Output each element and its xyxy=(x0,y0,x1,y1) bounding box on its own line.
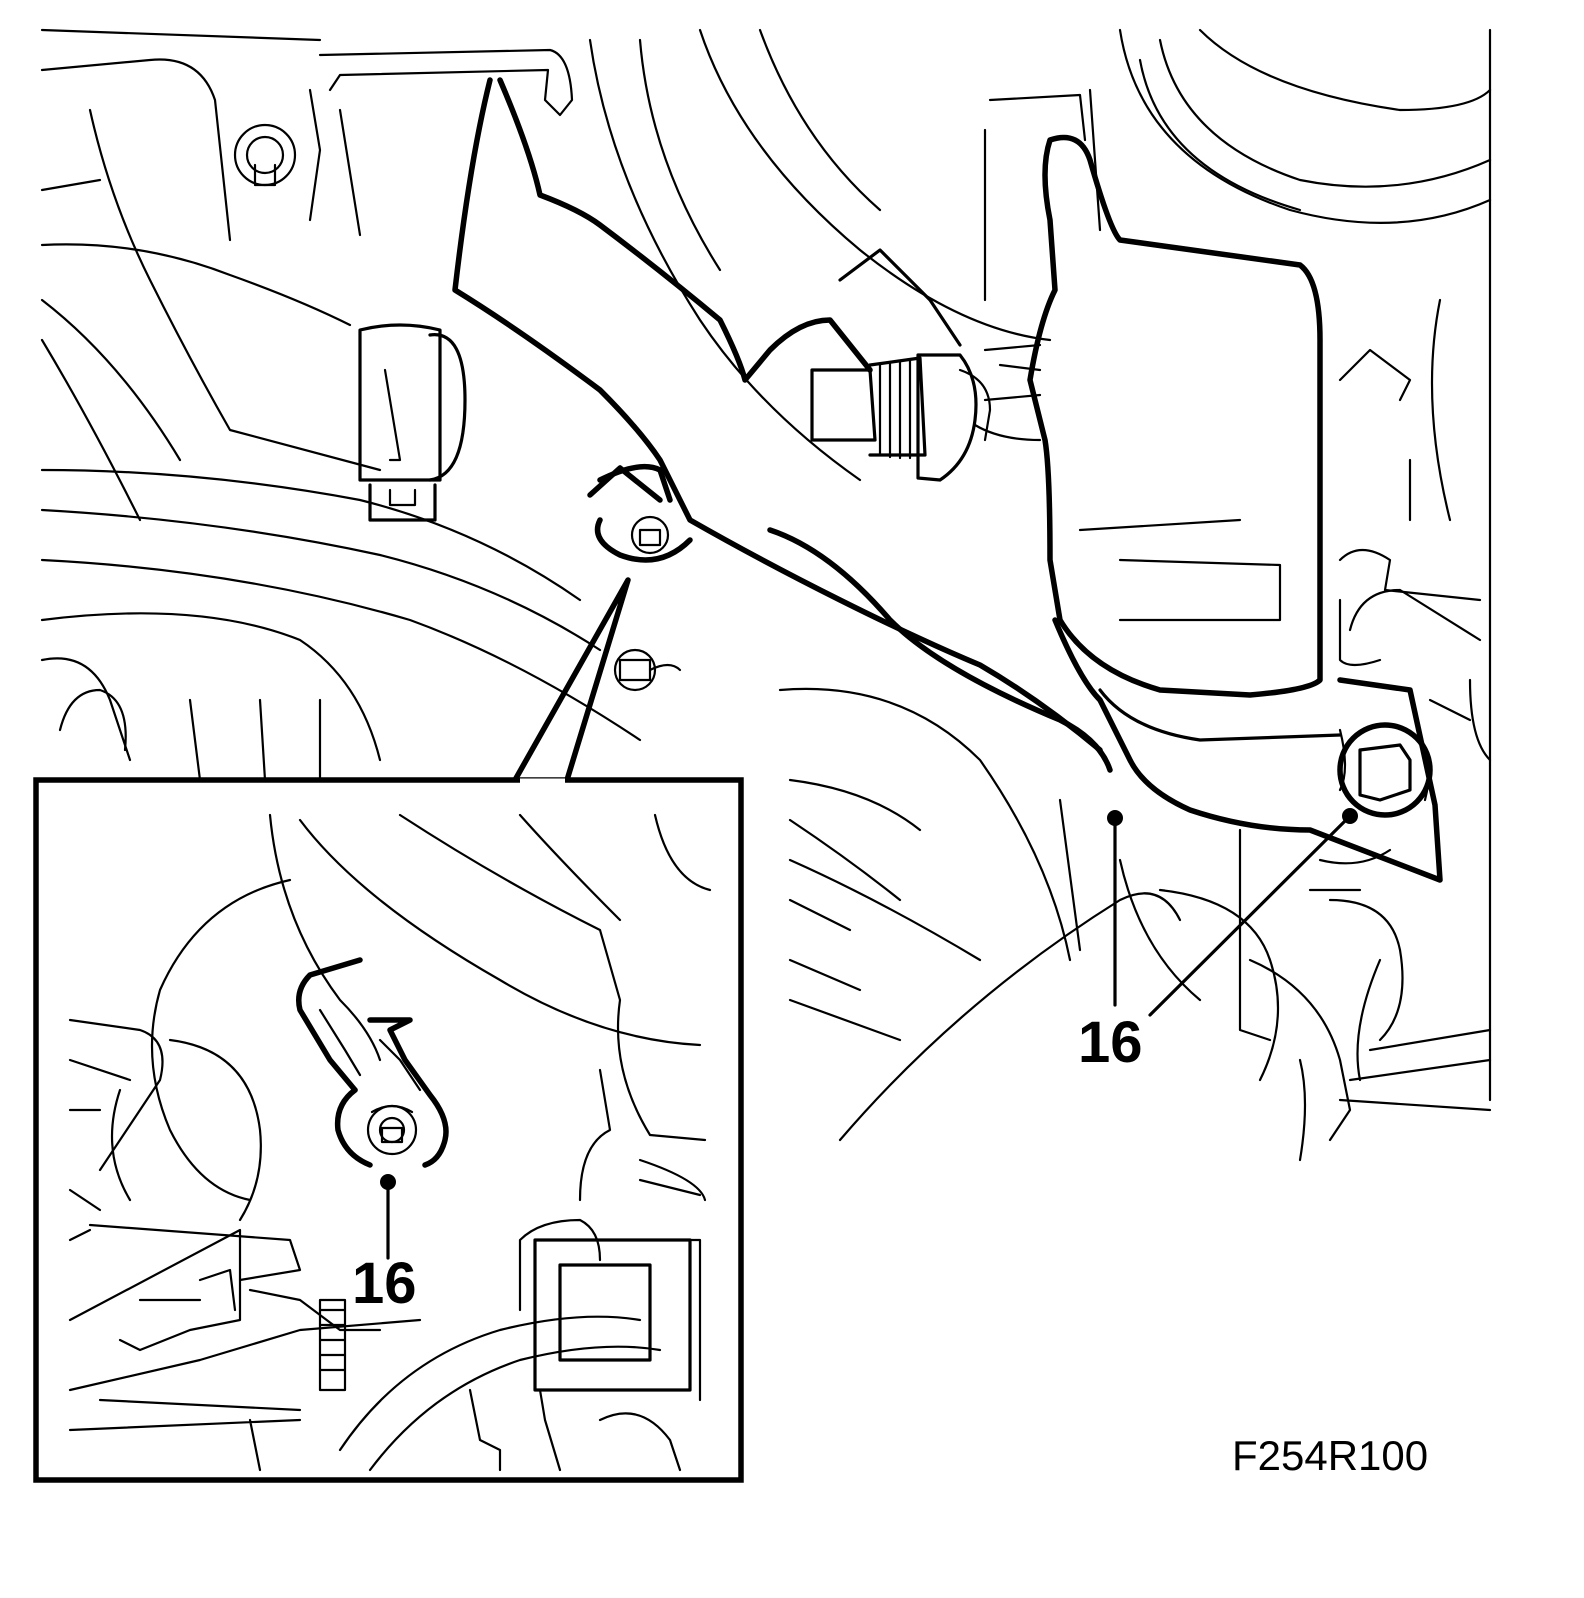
heat-shield-bracket xyxy=(452,77,1443,883)
callout-dot xyxy=(1107,810,1123,826)
hose-clamp xyxy=(358,323,467,522)
figure-code: F254R100 xyxy=(1232,1432,1428,1479)
main-callout-leaders xyxy=(1107,808,1358,1017)
inset-callout-leader xyxy=(380,1174,396,1260)
callout-16-inset: 16 xyxy=(352,1251,417,1316)
sensor-connector xyxy=(810,248,1042,482)
callout-16-main: 16 xyxy=(1078,1010,1143,1075)
flange-bolt xyxy=(1337,722,1433,818)
callout-dot xyxy=(380,1174,396,1190)
small-bolt xyxy=(594,515,693,563)
detail-inset xyxy=(33,577,744,1483)
engine-bay-background xyxy=(40,28,1492,1162)
callout-dot xyxy=(1342,808,1358,824)
